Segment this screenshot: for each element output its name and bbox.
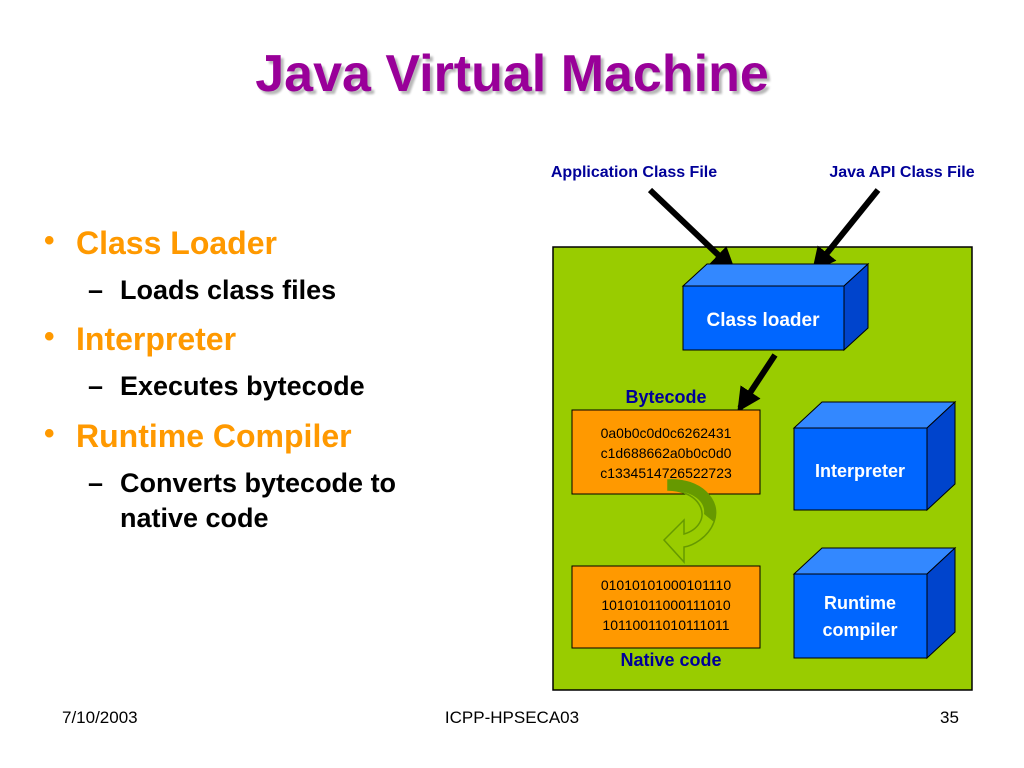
sub-bullet-executes-bytecode: – Executes bytecode [44, 369, 504, 404]
bullet-runtime-compiler: • Runtime Compiler [44, 416, 504, 454]
footer-date: 7/10/2003 [62, 708, 138, 727]
sub-bullet-text-continued: native code [120, 502, 269, 533]
application-class-file-label: Application Class File [551, 164, 717, 181]
bullet-label: Class Loader [76, 225, 277, 261]
bullet-dot-icon: • [44, 224, 55, 257]
bullet-label: Interpreter [76, 321, 237, 358]
interpreter-box: Interpreter [792, 400, 957, 512]
native-line-1: 01010101000101110 [601, 577, 732, 593]
loader-to-bytecode-arrow [737, 353, 778, 413]
native-code-label: Native code [620, 650, 721, 670]
bytecode-label: Bytecode [625, 387, 706, 407]
bullet-label: Runtime Compiler [76, 417, 352, 454]
bullet-dot-icon: • [44, 416, 55, 450]
sub-bullet-converts-bytecode: – Converts bytecode to native code [44, 466, 504, 536]
sub-bullet-loads-class-files: – Loads class files [44, 273, 504, 308]
footer-center: ICPP-HPSECA03 [444, 708, 580, 727]
sub-bullet-text: Loads class files [120, 275, 337, 306]
bullet-list: • Class Loader – Loads class files • Int… [44, 224, 504, 550]
footer-page-number: 35 [940, 708, 959, 727]
bytecode-box [571, 409, 761, 495]
runtime-compiler-label-line-2: compiler [822, 620, 897, 640]
bullet-class-loader: • Class Loader [44, 224, 504, 261]
bullet-dot-icon: • [44, 320, 55, 354]
application-class-arrow [647, 187, 736, 272]
dash-icon: – [88, 467, 104, 498]
bytecode-line-3: c1334514726522723 [600, 465, 732, 481]
bytecode-line-2: c1d688662a0b0c0d0 [601, 445, 732, 461]
class-loader-box: Class loader [681, 262, 870, 352]
runtime-compiler-label-line-1: Runtime [824, 593, 896, 613]
sub-bullet-text: Executes bytecode [120, 371, 365, 402]
interpreter-label: Interpreter [815, 461, 905, 481]
dash-icon: – [88, 275, 104, 306]
java-api-class-file-label: Java API Class File [829, 164, 974, 181]
sub-bullet-text: Converts bytecode to [120, 467, 397, 498]
native-line-3: 10110011010111011 [602, 617, 729, 633]
curved-arrow-icon [662, 479, 717, 564]
slide-title: Java Virtual Machine [255, 45, 769, 103]
api-class-arrow [811, 188, 881, 272]
bullet-interpreter: • Interpreter [44, 320, 504, 358]
runtime-compiler-box: Runtime compiler [792, 546, 957, 660]
dash-icon: – [88, 371, 104, 402]
bytecode-line-1: 0a0b0c0d0c6262431 [601, 425, 732, 441]
native-code-box [571, 565, 761, 649]
class-loader-label: Class loader [707, 310, 821, 331]
native-line-2: 10101011000111010 [601, 597, 730, 613]
